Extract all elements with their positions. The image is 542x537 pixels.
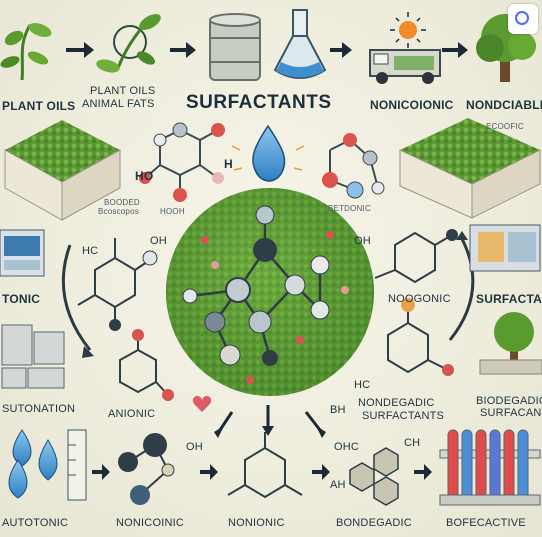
label-hc-left: HC (82, 245, 99, 257)
label-ecoofic: ECOOFIC (486, 122, 524, 131)
label-nondegradable-top: NONDCIABLE (466, 98, 542, 112)
label-animal-fats: ANIMAL FATS (82, 98, 155, 110)
label-ch-bottom: CH (404, 437, 421, 449)
label-oh-bottom: OH (186, 441, 203, 453)
molecule-anionic (119, 335, 169, 396)
label-biodegradable-1: BIODEGADIC (476, 395, 542, 407)
test-tubes-icon (439, 429, 541, 506)
soil-block-right (399, 118, 541, 219)
arrow-icon (66, 42, 94, 58)
label-nonionic-mid: NOOGONIC (388, 293, 451, 305)
stacks-left (1, 324, 65, 389)
label-bentonic: BETDONIC (328, 204, 371, 213)
tree-right-icon (479, 312, 542, 375)
label-oh-right: OH (354, 235, 371, 247)
arrow-icon (330, 42, 352, 58)
hex-cluster-icon (349, 447, 399, 506)
label-nonionic-top: NONICOIONIC (370, 98, 454, 112)
label-biodegradable-2: SURFACAN (480, 407, 542, 419)
arrow-icon (92, 464, 110, 480)
viewer-badge-icon[interactable] (508, 4, 538, 34)
flow-arrow-left (61, 244, 92, 351)
equipment-right (469, 224, 541, 272)
label-plant-oils-2: PLANT OILS (90, 85, 156, 97)
label-autotonic: AUTOTONIC (2, 517, 69, 529)
heart-icon (192, 395, 212, 412)
arrow-icon (200, 464, 218, 480)
label-automation: SUTONATION (2, 403, 76, 415)
oil-barrel-icon (209, 13, 261, 81)
label-ah-bottom: AH (330, 479, 346, 491)
label-bh-mid: BH (330, 404, 346, 416)
label-surfactant-right: SURFACTAN (476, 292, 542, 306)
flask-icon (273, 9, 327, 79)
arrow-icon (170, 42, 196, 58)
plant-sprout-icon (0, 23, 52, 81)
label-small-1: BOODED (104, 198, 140, 207)
label-nondegadic-1: NONDEGADIC (358, 397, 435, 409)
label-h-top: H (224, 157, 233, 171)
plant-cutting-icon (96, 14, 161, 73)
truck-icon (369, 49, 441, 84)
molecule-left-hex (77, 238, 151, 325)
label-plant-oils: PLANT OILS (2, 99, 76, 113)
water-drop-icon (231, 124, 305, 182)
water-drops-icon (8, 429, 58, 499)
sun-icon (390, 12, 426, 48)
label-nonicoinic-bottom: NONICOINIC (116, 517, 184, 529)
label-nondegadic-2: SURFACTANTS (362, 410, 445, 422)
beaker-icon (67, 429, 87, 501)
equipment-left (0, 229, 45, 277)
label-ho-top: HO (135, 169, 154, 183)
label-hc-mid: HC (354, 379, 371, 391)
label-small-3: HOOH (160, 207, 185, 216)
arrow-icon (312, 464, 330, 480)
page-title: SURFACTANTS (186, 92, 332, 113)
surfactant-sphere (166, 188, 374, 396)
label-ohc-bottom: OHC (334, 441, 360, 453)
label-oh-left: OH (150, 235, 167, 247)
soil-block-left (4, 120, 121, 221)
arrow-icon (414, 464, 432, 480)
label-bondegadic: BONDEGADIC (336, 517, 412, 529)
label-anionic: ANIONIC (108, 408, 156, 420)
flow-arrow-right (448, 234, 475, 341)
molecule-bottom-2 (227, 432, 303, 499)
arrow-icon (442, 42, 468, 58)
label-bofecative: BOFECACTIVE (446, 517, 526, 529)
label-cationic: TONIC (2, 292, 41, 306)
label-nonionic-bottom: NONIONIC (228, 517, 285, 529)
label-small-2: Bcoscopos (98, 207, 139, 216)
